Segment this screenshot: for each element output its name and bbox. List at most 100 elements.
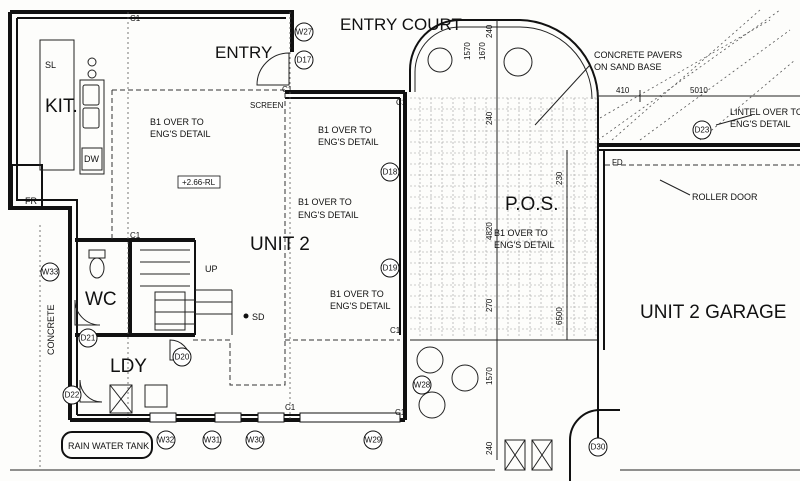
pos-boundary-curve — [409, 19, 599, 340]
svg-text:W30: W30 — [247, 436, 264, 445]
shrub — [451, 364, 479, 392]
fd-label: FD — [612, 158, 623, 167]
tag-w30: W30 — [245, 430, 265, 450]
svg-text:230: 230 — [555, 171, 564, 185]
sink-bowl-1 — [82, 84, 100, 106]
garage-label: UNIT 2 GARAGE — [640, 302, 786, 323]
lintel-note-line1: LINTEL OVER TO — [730, 107, 800, 117]
svg-text:240: 240 — [485, 111, 494, 125]
tag-w27: W27 — [294, 22, 314, 42]
sd-label: SD — [252, 312, 265, 322]
cooktop-ring — [87, 69, 97, 79]
fr-label: FR — [25, 196, 37, 206]
column-mark: C1 — [130, 231, 141, 240]
laundry-trough — [109, 384, 133, 414]
svg-text:270: 270 — [485, 298, 494, 312]
column-mark: C1 — [396, 98, 407, 107]
rl-box — [177, 175, 221, 189]
column-mark: C1 — [282, 85, 293, 94]
svg-text:1570: 1570 — [485, 367, 494, 385]
svg-text:W33: W33 — [42, 268, 59, 277]
rain-water-tank-label: RAIN WATER TANK — [68, 441, 149, 451]
paver-grid — [410, 97, 597, 338]
screen-label: SCREEN — [250, 101, 284, 110]
column-mark: C1 — [285, 403, 296, 412]
window-w30 — [257, 412, 285, 423]
driveway-lines — [597, 9, 796, 141]
window-w31 — [214, 412, 242, 423]
sl-label: SL — [45, 60, 56, 70]
upper-floor-outline — [112, 89, 286, 386]
bin-cross — [504, 439, 526, 471]
tag-d21: D21 — [78, 328, 98, 348]
kitchen-island — [79, 79, 105, 175]
tag-w31: W31 — [202, 430, 222, 450]
svg-text:4820: 4820 — [485, 222, 494, 240]
svg-text:D17: D17 — [297, 56, 312, 65]
svg-text:D20: D20 — [175, 353, 190, 362]
smoke-detector-dot — [243, 313, 249, 319]
ldy-label: LDY — [110, 356, 147, 377]
room-labels: ENTRY COURT ENTRY KIT. UNIT 2 P.O.S. UNI… — [25, 15, 800, 451]
tag-d22: D22 — [62, 385, 82, 405]
roller-door-label: ROLLER DOOR — [692, 192, 758, 202]
svg-text:1670: 1670 — [478, 42, 487, 60]
lintel-note-line2: ENG'S DETAIL — [730, 119, 791, 129]
svg-text:1570: 1570 — [463, 42, 472, 60]
window-w32 — [149, 412, 177, 423]
b1-note-3-line2: ENG'S DETAIL — [298, 210, 359, 220]
tag-d17: D17 — [294, 50, 314, 70]
bin-cross — [531, 439, 553, 471]
d30-door-swing — [569, 409, 620, 481]
b1-note-4-line1: B1 OVER TO — [494, 228, 548, 238]
b1-note-5-line1: B1 OVER TO — [330, 289, 384, 299]
cooktop-ring — [87, 57, 97, 67]
unit2-label: UNIT 2 — [250, 234, 310, 255]
bin — [531, 439, 553, 471]
leader-pavers — [534, 64, 591, 126]
shrub — [418, 391, 446, 419]
bin — [504, 439, 526, 471]
dw-label: DW — [84, 154, 99, 164]
b1-note-2-line2: ENG'S DETAIL — [318, 137, 379, 147]
svg-text:6500: 6500 — [555, 307, 564, 325]
opening-tags: W27 D17 D18 D19 W33 D21 D20 D22 W28 W29 … — [40, 22, 712, 457]
column-mark: C1 — [390, 326, 401, 335]
dimension-labels: 1570 1670 240 240 230 4820 270 6500 1570… — [463, 24, 708, 455]
left-wall-inner — [16, 18, 78, 415]
b1-note-5-line2: ENG'S DETAIL — [330, 301, 391, 311]
dw-box — [81, 147, 103, 171]
tag-d19: D19 — [380, 258, 400, 278]
concrete-label: CONCRETE — [46, 304, 56, 355]
top-wall — [10, 10, 294, 40]
svg-text:D22: D22 — [65, 391, 80, 400]
column-mark: C1 — [395, 408, 406, 417]
entry-court-label: ENTRY COURT — [340, 15, 462, 34]
svg-text:D18: D18 — [383, 168, 398, 177]
fridge-box — [11, 164, 43, 208]
b1-note-2-line1: B1 OVER TO — [318, 125, 372, 135]
rain-water-tank — [61, 431, 153, 459]
svg-text:W32: W32 — [158, 436, 175, 445]
svg-text:240: 240 — [485, 24, 494, 38]
svg-text:W29: W29 — [365, 436, 382, 445]
laundry-cross — [109, 384, 133, 414]
sink-bowl-2 — [82, 107, 100, 129]
up-label: UP — [205, 264, 218, 274]
shrub — [427, 47, 453, 73]
ldy-door-swing — [79, 379, 103, 403]
rl-label: +2.66-RL — [182, 178, 216, 187]
svg-text:D19: D19 — [383, 264, 398, 273]
svg-text:D23: D23 — [695, 126, 710, 135]
linework — [8, 9, 800, 481]
stair-treads — [140, 249, 233, 335]
toilet-bowl — [89, 257, 105, 279]
shrub — [416, 346, 444, 374]
tag-d23: D23 — [692, 120, 712, 140]
b1-note-3-line1: B1 OVER TO — [298, 197, 352, 207]
leader-lintel — [715, 114, 753, 126]
pavers-note-line1: CONCRETE PAVERS — [594, 50, 682, 60]
window-w29 — [299, 412, 401, 423]
svg-text:D21: D21 — [81, 334, 96, 343]
